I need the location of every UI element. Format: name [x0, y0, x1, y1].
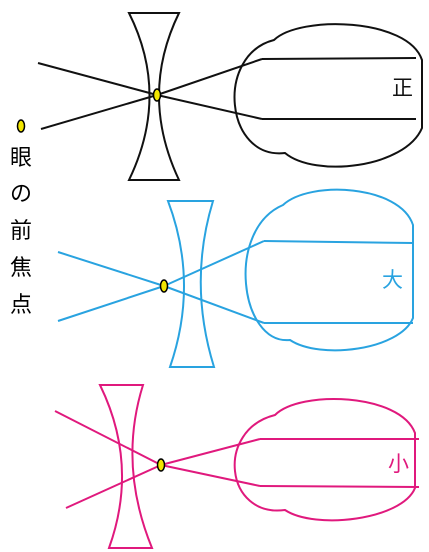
focal-point-dot: [159, 279, 169, 293]
focal-point-dot: [152, 88, 162, 102]
light-rays: [54, 410, 420, 509]
vertical-label-char: 点: [10, 293, 32, 318]
eyeball-outline: [244, 188, 414, 352]
image-size-label: 大: [382, 268, 403, 292]
vertical-label-char: の: [10, 182, 32, 207]
legend-focal-point-dot: [16, 119, 26, 133]
panel-large: 大: [57, 188, 414, 368]
vertical-label-char: 焦: [10, 256, 32, 281]
concave-lens: [127, 12, 181, 181]
image-size-label: 小: [388, 452, 409, 476]
eyeball-outline: [233, 23, 423, 168]
light-rays: [37, 57, 417, 130]
eyeball-outline: [233, 397, 416, 522]
vertical-label-char: 眼: [10, 146, 32, 171]
concave-lens: [98, 384, 154, 549]
concave-lens: [166, 200, 216, 368]
vertical-label-char: 前: [10, 219, 32, 244]
focal-point-dot: [156, 458, 166, 472]
image-size-label: 正: [392, 76, 413, 100]
panel-small: 小: [54, 384, 420, 549]
panel-normal: 正: [37, 12, 423, 181]
light-rays: [57, 240, 414, 324]
front-focal-point-legend: 眼 の 前 焦 点: [10, 119, 32, 318]
